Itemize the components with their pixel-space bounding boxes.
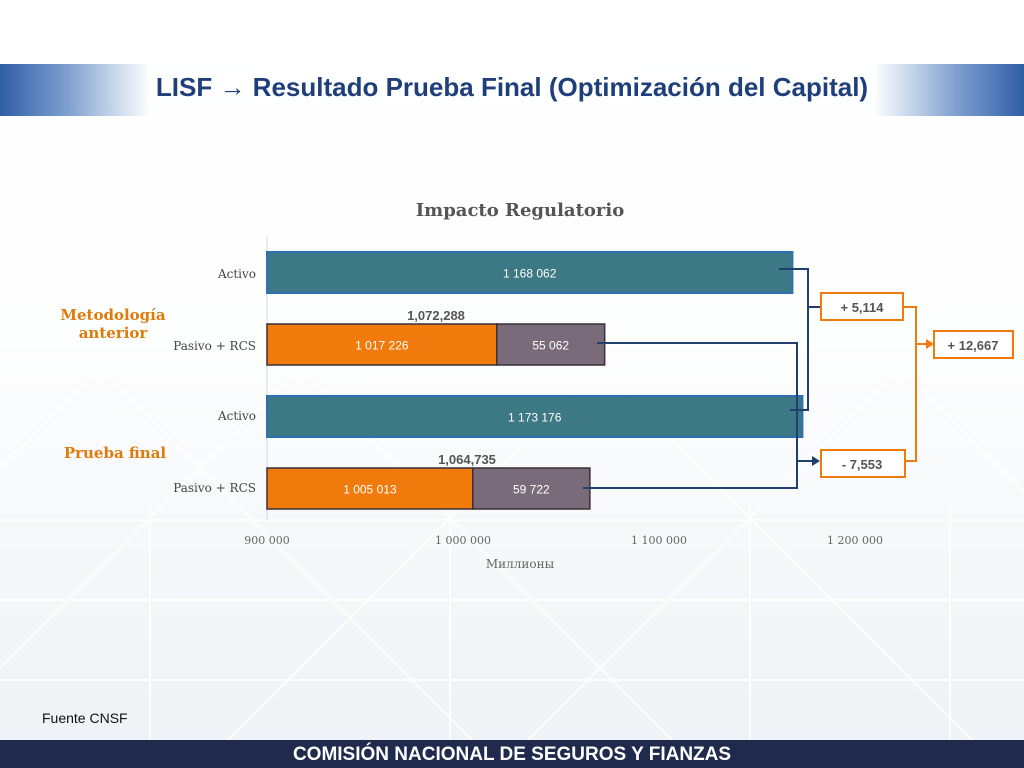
source-note: Fuente CNSF [42,710,128,726]
connector-orange [903,306,930,462]
x-tick-label: 1 000 000 [435,534,491,547]
category-label-pasivo-rcs-1: Pasivo + RCS [173,339,256,353]
chart-title: Impacto Regulatorio [416,200,625,221]
group-label-prueba-final: Prueba final [64,444,167,462]
bar-label-activo-1: 1 168 062 [503,267,557,281]
slide-title: LISF → Resultado Prueba Final (Optimizac… [155,72,869,102]
bar-activo-2 [266,395,804,438]
title-bar: LISF → Resultado Prueba Final (Optimizac… [0,64,1024,116]
bar-rcs-1 [496,323,606,366]
total-label-pasivo-rcs-2: 1,064,735 [438,452,496,467]
title-band-right [874,64,1024,116]
bar-label-activo-2: 1 173 176 [508,411,562,425]
title-band-left [0,64,150,116]
total-diff-value: + 12,667 [948,338,999,353]
bar-label-rcs-2: 59 722 [513,483,550,497]
connector-arrowhead-total [926,339,934,349]
activo-diff-box [820,292,904,321]
x-tick-label: 1 200 000 [827,534,883,547]
pasivo-diff-value: - 7,553 [842,457,882,472]
bar-pasivo-1 [266,323,498,366]
bar-label-pasivo-1: 1 017 226 [355,339,409,353]
total-diff-box [933,330,1014,359]
connector-activo-1 [779,268,809,411]
connector-arrowhead-pasivo [812,456,820,466]
bar-label-pasivo-2: 1 005 013 [343,483,397,497]
activo-diff-value: + 5,114 [840,300,884,315]
x-tick-label: 1 100 000 [631,534,687,547]
bar-label-rcs-1: 55 062 [532,339,569,353]
total-label-pasivo-rcs-1: 1,072,288 [407,308,465,323]
bar-pasivo-2 [266,467,474,510]
x-axis-label: Миллионы [486,557,555,571]
footer-text: COMISIÓN NACIONAL DE SEGUROS Y FIANZAS [292,744,732,765]
pasivo-diff-box [820,449,906,478]
bar-activo-1 [266,251,794,294]
connector-pasivo-1 [583,342,798,489]
category-label-activo-1: Activo [217,267,256,281]
category-label-activo-2: Activo [217,409,256,423]
x-tick-label: 900 000 [244,534,290,547]
regulatory-impact-chart: Impacto Regulatorio 900 000 1 000 000 1 10… [60,200,1014,571]
footer-bar: COMISIÓN NACIONAL DE SEGUROS Y FIANZAS [0,740,1024,768]
category-label-pasivo-rcs-2: Pasivo + RCS [173,481,256,495]
